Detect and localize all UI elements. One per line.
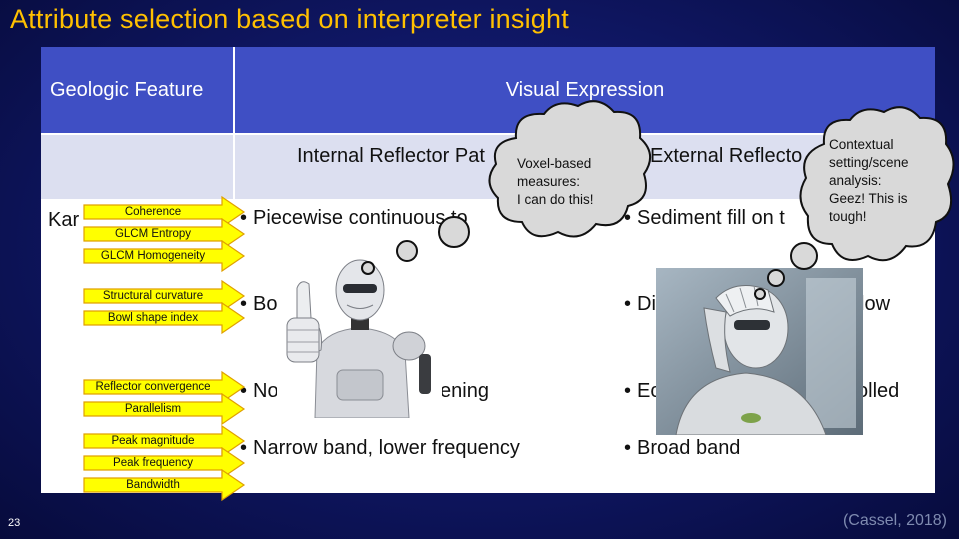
slide-title: Attribute selection based on interpreter…	[10, 4, 569, 34]
arrow-shape	[83, 424, 246, 458]
robot-thinking-illustration	[656, 268, 863, 435]
attribute-label: Structural curvature	[102, 290, 204, 302]
column-divider-left	[233, 199, 235, 493]
arrow-shape	[83, 468, 246, 502]
attribute-arrow: Parallelism	[83, 392, 246, 426]
attribute-label: Coherence	[124, 206, 182, 218]
attribute-label: GLCM Entropy	[114, 228, 192, 240]
internal-item-4: Narrow band, lower frequency	[240, 437, 520, 460]
attribute-arrow: GLCM Homogeneity	[83, 239, 246, 273]
context-line-5: tough!	[829, 209, 867, 224]
arrow-shape	[83, 239, 246, 273]
subheader-internal-label: Internal Reflector Pat	[297, 145, 485, 167]
arrow-shape	[83, 195, 246, 229]
header-geologic-feature: Geologic Feature	[41, 47, 233, 133]
external-item-2b: low	[860, 293, 891, 315]
attribute-arrow: Peak magnitude	[83, 424, 246, 458]
context-line-2: setting/scene	[829, 155, 909, 170]
external-item-3b: olled	[857, 380, 900, 402]
voxel-cloud-text: Voxel-based measures: I can do this!	[517, 155, 594, 209]
attribute-arrow: Reflector convergence	[83, 370, 246, 404]
thought-cloud-voxel	[488, 100, 651, 238]
context-line-1: Contextual	[829, 137, 894, 152]
attribute-label: Peak frequency	[113, 457, 193, 469]
arrow-shape	[83, 370, 246, 404]
voxel-line-1: Voxel-based	[517, 156, 592, 171]
arrow-shape	[83, 301, 246, 335]
attribute-label: Peak magnitude	[111, 435, 195, 447]
external-item-2a: Di	[624, 293, 656, 316]
column-divider	[616, 199, 618, 493]
thought-trail-left	[361, 216, 470, 275]
attribute-label: Bowl shape index	[107, 312, 199, 324]
internal-item-1: Piecewise continuous to	[240, 207, 468, 230]
internal-item-3b: ening	[440, 380, 489, 402]
thought-trail-right	[754, 242, 818, 300]
thought-cloud-context	[799, 106, 955, 262]
attribute-label: Bandwidth	[126, 479, 180, 491]
arrow-shape	[83, 392, 246, 426]
attribute-arrow: Peak frequency	[83, 446, 246, 480]
page-number: 23	[8, 517, 21, 529]
attribute-arrow: Bandwidth	[83, 468, 246, 502]
internal-item-2: Bo	[240, 293, 277, 316]
external-item-4: Broad band	[624, 437, 740, 460]
robot-thumbs-up-image	[277, 250, 442, 418]
context-cloud-text: Contextual setting/scene analysis: Geez!…	[829, 136, 909, 226]
attribute-arrow: Structural curvature	[83, 279, 246, 313]
attribute-label: Reflector convergence	[95, 381, 211, 393]
voxel-line-2: measures:	[517, 174, 581, 189]
header-geologic-feature-label: Geologic Feature	[50, 79, 204, 101]
internal-item-3a: No	[240, 380, 279, 403]
arrow-shape	[83, 446, 246, 480]
external-item-3a: Ec	[624, 380, 660, 403]
robot-thumbs-up-illustration	[277, 250, 442, 418]
header-visual-expression-label: Visual Expression	[505, 79, 665, 101]
attribute-label: Parallelism	[124, 403, 182, 415]
attribute-label: GLCM Homogeneity	[100, 250, 206, 262]
attribute-arrow: Coherence	[83, 195, 246, 229]
context-line-4: Geez! This is	[829, 191, 908, 206]
row-feature-label: Kar	[48, 209, 80, 231]
external-item-1: Sediment fill on t	[624, 207, 785, 230]
arrow-shape	[83, 279, 246, 313]
attribute-arrow: GLCM Entropy	[83, 217, 246, 251]
attribute-arrow: Bowl shape index	[83, 301, 246, 335]
subheader-blank	[41, 135, 233, 199]
arrow-shape	[83, 217, 246, 251]
context-line-3: analysis:	[829, 173, 882, 188]
subheader-external-label: External Reflecto	[650, 145, 803, 167]
citation: (Cassel, 2018)	[842, 512, 947, 529]
voxel-line-3: I can do this!	[517, 192, 594, 207]
